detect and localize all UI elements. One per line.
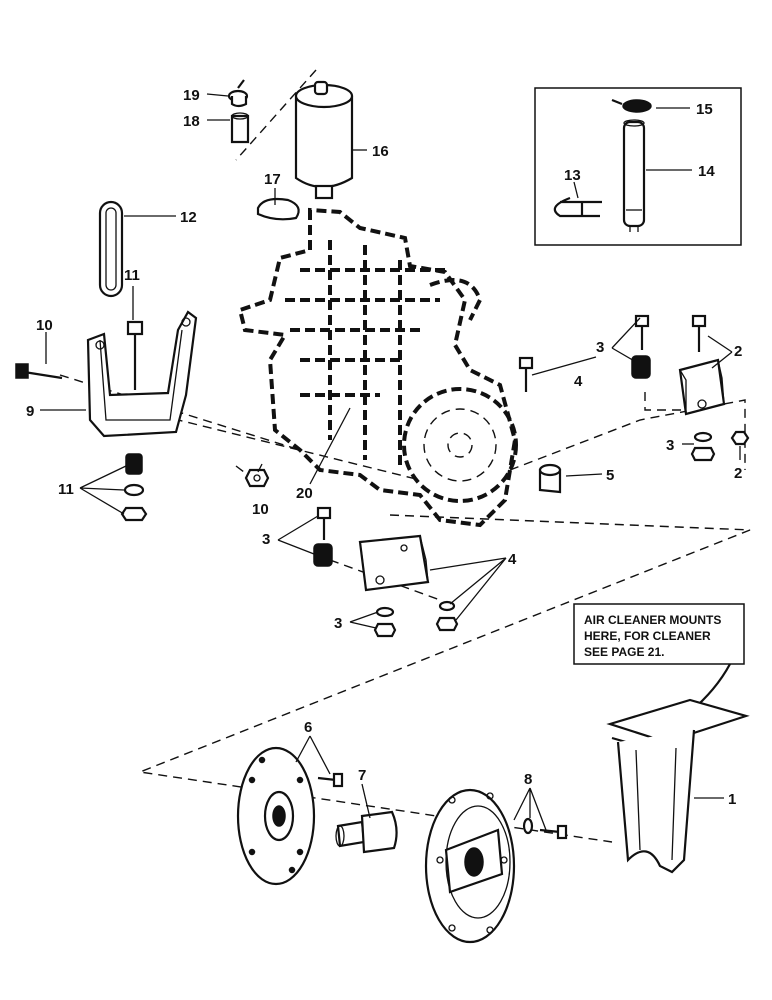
callout-20: 20 <box>296 485 313 502</box>
note-line-3: SEE PAGE 21. <box>584 645 664 659</box>
callout-8: 8 <box>524 771 532 788</box>
callout-10-center: 10 <box>252 501 269 518</box>
callout-1: 1 <box>728 791 736 808</box>
bolts-2-part <box>691 314 750 446</box>
dipstick-tube-part <box>622 119 646 232</box>
callout-13: 13 <box>564 167 581 184</box>
callout-2-upper: 2 <box>734 343 742 360</box>
inset-box <box>534 87 742 246</box>
hardware-4-lower <box>435 600 459 632</box>
callout-3-upper: 3 <box>596 339 604 356</box>
spacer-5-part <box>538 463 562 494</box>
spacer-part <box>230 112 250 144</box>
callout-19: 19 <box>183 87 200 104</box>
hardware-3-lower <box>313 506 397 638</box>
filter-canister-part <box>235 69 354 200</box>
mount-bracket-4-part <box>358 534 430 592</box>
callout-6: 6 <box>304 719 312 736</box>
callout-10-left: 10 <box>36 317 53 334</box>
callout-3-right: 3 <box>666 437 674 454</box>
flex-plate-part <box>236 746 316 886</box>
gasket-part <box>256 197 300 221</box>
bell-housing-part <box>424 788 516 944</box>
bolt-11-part <box>126 320 144 390</box>
mounting-bracket-part <box>86 310 198 438</box>
cap-part <box>611 98 652 113</box>
belt-part <box>98 200 124 298</box>
bolt-10-part <box>15 363 63 380</box>
callout-15: 15 <box>696 101 713 118</box>
engine-outline <box>237 207 518 528</box>
cap-nut-part <box>227 79 249 108</box>
callout-16: 16 <box>372 143 389 160</box>
callout-5: 5 <box>606 467 614 484</box>
callout-9: 9 <box>26 403 34 420</box>
callout-4-upper: 4 <box>574 373 583 390</box>
note-line-1: AIR CLEANER MOUNTS <box>584 613 721 627</box>
coupling-shaft-part <box>335 810 398 854</box>
callout-2-lower: 2 <box>734 465 742 482</box>
callout-14: 14 <box>698 163 715 180</box>
nut-10-part <box>244 468 270 488</box>
note-line-2: HERE, FOR CLEANER <box>584 629 711 643</box>
leader-lines <box>40 93 741 831</box>
mount-bracket-2-part <box>678 358 726 416</box>
hardware-8-part <box>522 817 568 840</box>
callout-11-upper: 11 <box>124 267 140 284</box>
callout-3-center: 3 <box>262 531 270 548</box>
callout-11-lower: 11 <box>58 481 74 498</box>
pedestal-mount-part <box>606 698 750 874</box>
callout-labels: 19 18 16 17 12 11 10 9 11 10 20 4 3 2 3 … <box>26 87 742 808</box>
hardware-3-upper <box>631 314 716 462</box>
callout-4-lower: 4 <box>508 551 517 568</box>
clip-part <box>553 196 602 218</box>
note-box: AIR CLEANER MOUNTS HERE, FOR CLEANER SEE… <box>573 603 745 713</box>
callout-18: 18 <box>183 113 200 130</box>
callout-7: 7 <box>358 767 366 784</box>
callout-3-lower: 3 <box>334 615 342 632</box>
bolt-6-part <box>317 772 344 788</box>
callout-12: 12 <box>180 209 197 226</box>
callout-17: 17 <box>264 171 281 188</box>
hardware-11-stack <box>120 453 148 522</box>
bolt-4-upper <box>518 356 534 392</box>
